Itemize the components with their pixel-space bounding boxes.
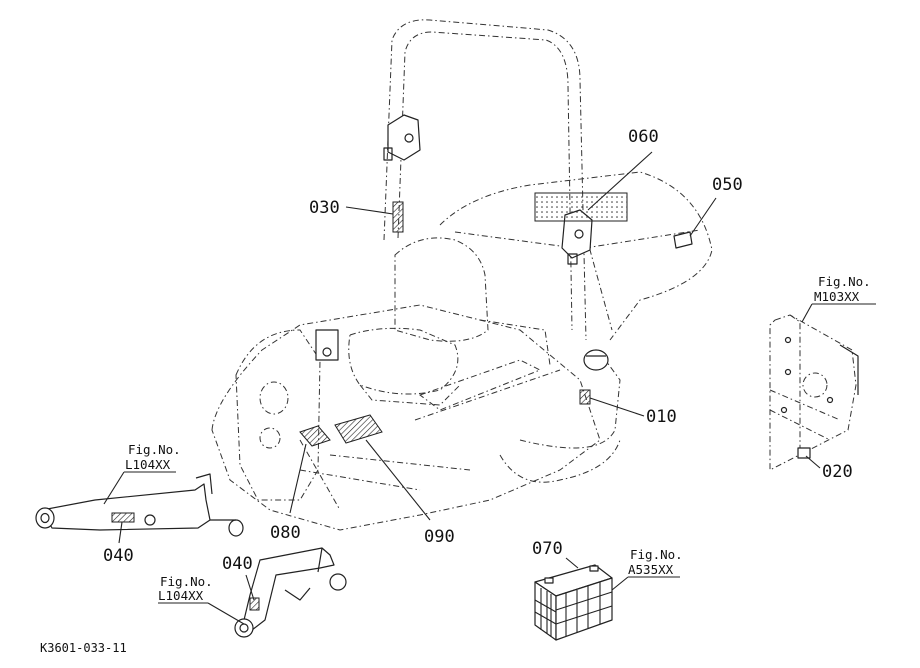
battery xyxy=(534,564,613,641)
fig-ref-a535-code: A535XX xyxy=(628,562,674,577)
fig-ref-m103-title: Fig.No. xyxy=(818,274,871,289)
fig-ref-m103-code: M103XX xyxy=(814,289,860,304)
rops-hinge-left xyxy=(383,114,421,161)
fig-ref-l104-center-code: L104XX xyxy=(158,588,204,603)
part-label-030: 030 xyxy=(309,198,340,218)
decal-080 xyxy=(299,425,331,447)
lift-arm-left xyxy=(35,473,244,537)
left-lever xyxy=(315,329,339,361)
part-label-080: 080 xyxy=(270,523,301,543)
part-label-020: 020 xyxy=(822,462,853,482)
part-label-060: 060 xyxy=(628,127,659,147)
drawing-code: K3601-033-11 xyxy=(40,641,127,655)
part-label-040-center: 040 xyxy=(222,554,253,574)
decal-030 xyxy=(392,201,404,233)
lift-arm-center xyxy=(234,547,347,638)
part-label-050: 050 xyxy=(712,175,743,195)
fig-ref-l104-center-title: Fig.No. xyxy=(160,574,213,589)
fig-ref-a535-title: Fig.No. xyxy=(630,547,683,562)
decal-050 xyxy=(673,231,693,249)
decal-090 xyxy=(334,414,383,444)
frame-bracket-m103 xyxy=(769,314,859,471)
fig-ref-l104-left-code: L104XX xyxy=(125,457,171,472)
part-label-010: 010 xyxy=(646,407,677,427)
part-label-090: 090 xyxy=(424,527,455,547)
fig-ref-l104-left-title: Fig.No. xyxy=(128,442,181,457)
decal-060 xyxy=(534,192,628,222)
tractor-body-outline xyxy=(211,19,713,531)
decal-010 xyxy=(579,389,591,405)
fuel-cap xyxy=(583,349,609,371)
part-label-070: 070 xyxy=(532,539,563,559)
part-label-040-left: 040 xyxy=(103,546,134,566)
leader-lines xyxy=(103,151,876,625)
